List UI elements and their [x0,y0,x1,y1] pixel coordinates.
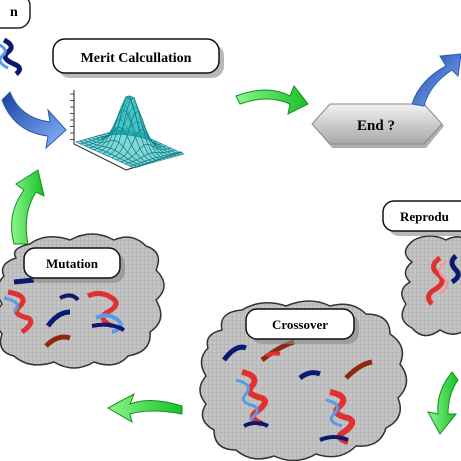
gene-icon-top-left [0,37,22,76]
gene-icon-mutation-1 [3,277,35,335]
gene-icon-crossover-3 [319,359,373,445]
gene-icon-mutation-2 [44,293,80,348]
top-left-label-text: n [10,5,18,20]
green-arrow-icon-top [235,85,309,115]
green-arrow-icon-left [11,169,45,245]
reproduction-box: Reprodu [382,200,461,236]
reproduction-label: Reprodu [400,209,449,224]
gene-icon-reproduction [426,254,461,306]
3d-gaussian-surface-icon [70,90,185,171]
top-left-label-box: n [0,0,31,29]
gene-icon-crossover-1 [222,344,269,428]
crossover-label: Crossover [272,317,328,332]
gene-icon-mutation-3 [86,290,125,334]
mutation-box: Mutation [23,247,125,283]
green-arrow-icon-right [427,371,459,435]
blue-arrow-icon-right [411,53,461,107]
merit-calculation-box: Merit Calcullation [52,38,224,78]
mutation-label: Mutation [46,256,99,271]
reproduction-cloud [401,235,461,337]
end-label: End ? [357,118,395,134]
merit-calculation-label: Merit Calcullation [81,51,192,66]
crossover-box: Crossover [245,308,359,344]
blue-arrow-icon-left [1,91,67,150]
end-decision-box: End ? [311,103,444,148]
green-arrow-icon-bottom [106,392,183,424]
